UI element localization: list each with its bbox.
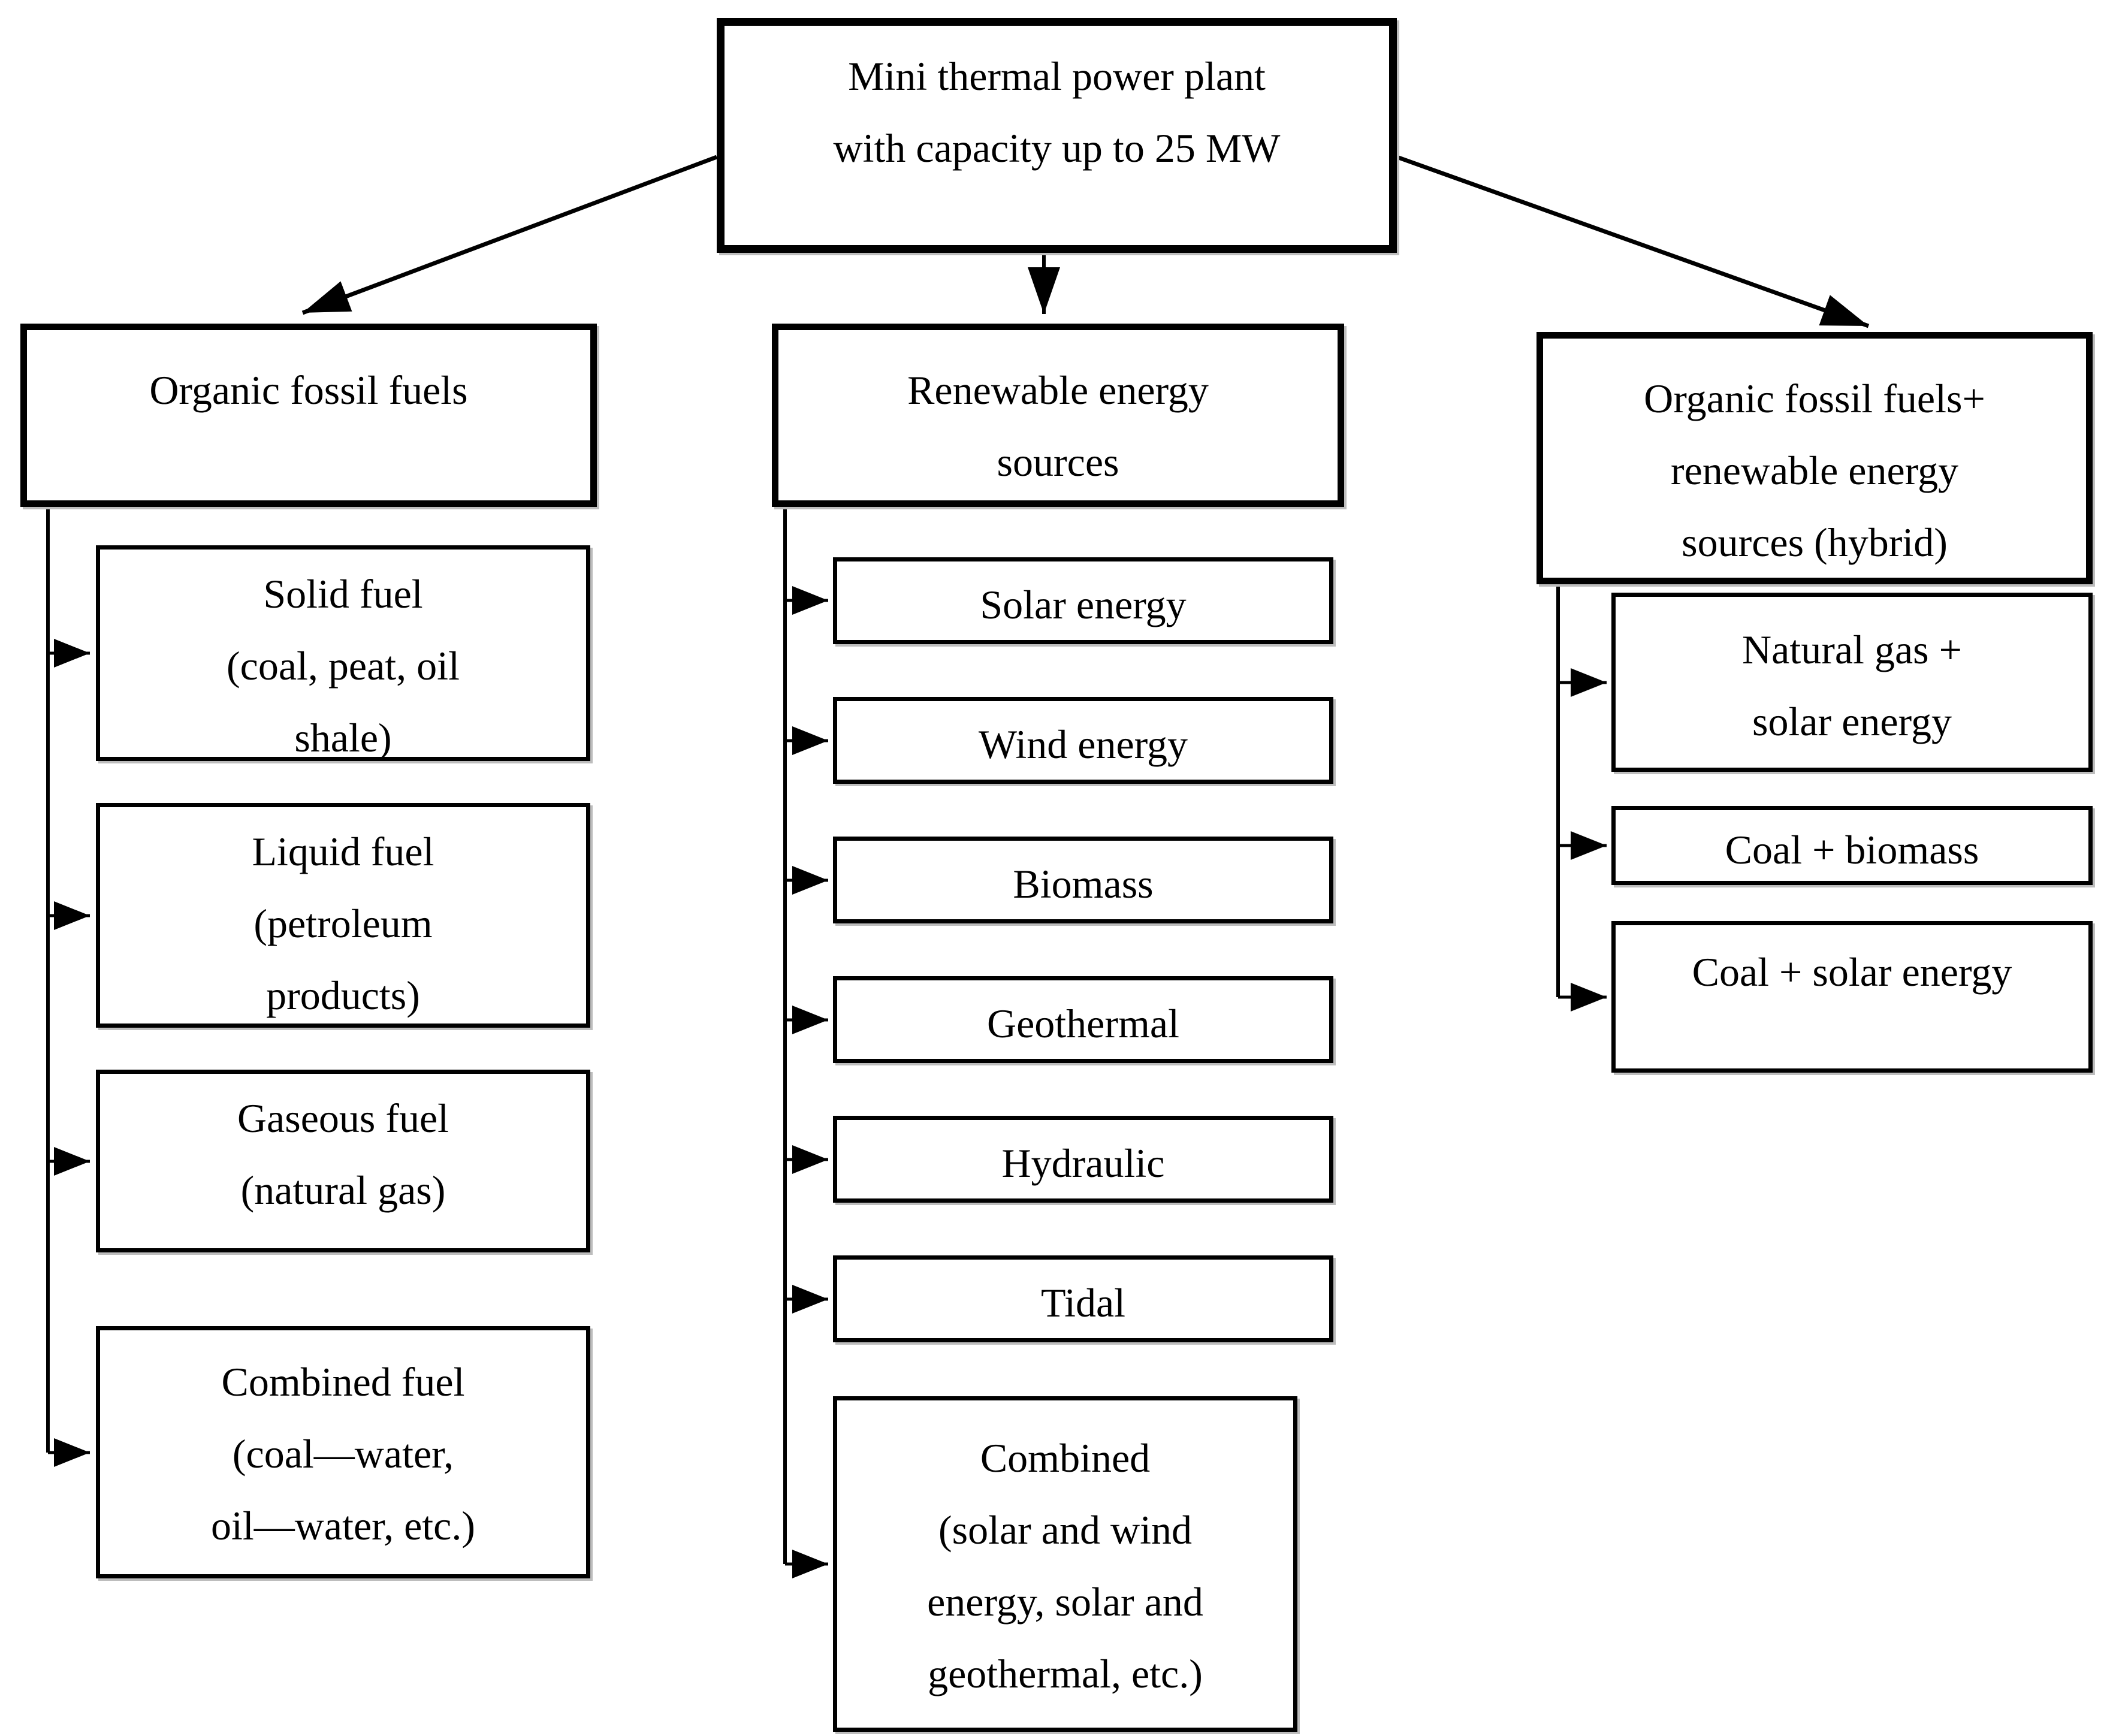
node-liquid-fuel: Liquid fuel (petroleum products) [96,803,590,1028]
node-gaseous-fuel: Gaseous fuel (natural gas) [96,1070,590,1252]
middle-column-connectors [783,507,828,1578]
node-combined-fuel: Combined fuel (coal—water, oil—water, et… [96,1326,590,1578]
root-node: Mini thermal power plant with capacity u… [717,18,1397,253]
left-column-connectors [46,507,90,1467]
node-solar-energy: Solar energy [833,557,1333,644]
node-wind-energy: Wind energy [833,697,1333,784]
node-coal-plus-solar: Coal + solar energy [1611,921,2093,1073]
right-column-connectors [1556,584,1607,1012]
header-hybrid-sources: Organic fossil fuels+ renewable energy s… [1537,332,2093,584]
node-coal-plus-biomass: Coal + biomass [1611,806,2093,885]
node-solid-fuel: Solid fuel (coal, peat, oil shale) [96,545,590,761]
node-natural-gas-plus-solar: Natural gas + solar energy [1611,593,2093,772]
node-tidal: Tidal [833,1255,1333,1342]
arrow-root-to-right-header [1396,155,1870,328]
header-renewable-energy-sources: Renewable energy sources [772,324,1344,507]
node-biomass: Biomass [833,837,1333,923]
node-geothermal: Geothermal [833,976,1333,1063]
node-hydraulic: Hydraulic [833,1116,1333,1203]
node-combined-renewables: Combined (solar and wind energy, solar a… [833,1396,1297,1732]
arrow-root-to-left-header [301,155,718,315]
root-branch-arrows [301,155,1870,328]
header-organic-fossil-fuels: Organic fossil fuels [20,324,597,507]
